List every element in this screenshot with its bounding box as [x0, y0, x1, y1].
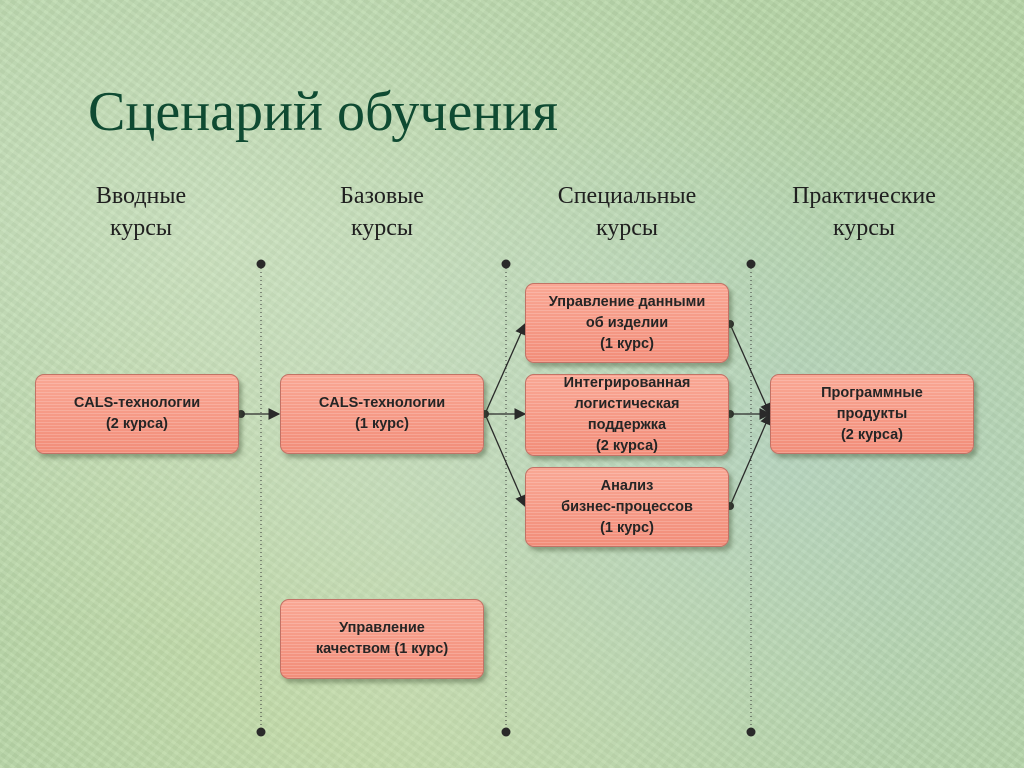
course-box-bpa[interactable]: Анализ бизнес-процессов (1 курс): [525, 467, 729, 547]
arrow-bpa-to-software: [729, 412, 772, 507]
column-header-practical: Практические курсы: [769, 180, 959, 244]
course-label: бизнес-процессов: [561, 498, 693, 515]
flow-arrows: [241, 322, 772, 508]
course-box-pdm[interactable]: Управление данными об изделии (1 курс): [525, 283, 729, 363]
course-label: Интегрированная: [563, 375, 691, 391]
column-header-line: Вводные: [95, 183, 187, 209]
course-count: (1 курс): [355, 416, 409, 432]
column-header-line: курсы: [109, 215, 173, 241]
column-header-line: курсы: [832, 215, 896, 241]
course-label: поддержка: [587, 417, 667, 433]
course-label: CALS-технологии: [73, 395, 201, 411]
column-header-special: Специальные курсы: [532, 180, 722, 244]
course-label: CALS-технологии: [318, 395, 446, 411]
column-header-intro: Вводные курсы: [46, 180, 236, 244]
course-count: (2 курса): [840, 426, 904, 443]
course-label: качеством (1 курс): [315, 641, 449, 657]
divider-endpoints: [256, 259, 756, 737]
course-box-ils[interactable]: Интегрированная логистическая поддержка …: [525, 374, 729, 456]
course-label: об изделии: [585, 314, 669, 331]
column-header-line: Базовые: [340, 183, 424, 209]
arrow-pdm-to-software: [729, 323, 772, 416]
course-label: Анализ: [600, 477, 654, 494]
column-header-line: курсы: [595, 215, 659, 241]
arrow-base-to-pdm: [484, 322, 527, 415]
slide-title: Сценарий обучения: [88, 81, 559, 143]
course-count: (1 курс): [600, 519, 654, 536]
course-label: продукты: [836, 405, 908, 422]
course-count: (2 курса): [105, 416, 169, 432]
course-box-intro-cals[interactable]: CALS-технологии (2 курса): [35, 374, 239, 454]
course-box-software[interactable]: Программные продукты (2 курса): [770, 374, 974, 454]
course-count: (2 курса): [595, 438, 659, 454]
course-label: Управление: [339, 620, 425, 636]
course-label: логистическая: [574, 396, 680, 412]
column-header-line: Специальные: [557, 183, 697, 209]
course-count: (1 курс): [600, 335, 654, 352]
course-box-base-cals[interactable]: CALS-технологии (1 курс): [280, 374, 484, 454]
column-header-base: Базовые курсы: [287, 180, 477, 244]
course-box-quality[interactable]: Управление качеством (1 курс): [280, 599, 484, 679]
column-header-line: курсы: [350, 215, 414, 241]
course-label: Управление данными: [548, 293, 706, 310]
column-header-line: Практические: [792, 183, 936, 209]
course-label: Программные: [821, 384, 923, 401]
arrow-base-to-bpa: [484, 413, 527, 508]
